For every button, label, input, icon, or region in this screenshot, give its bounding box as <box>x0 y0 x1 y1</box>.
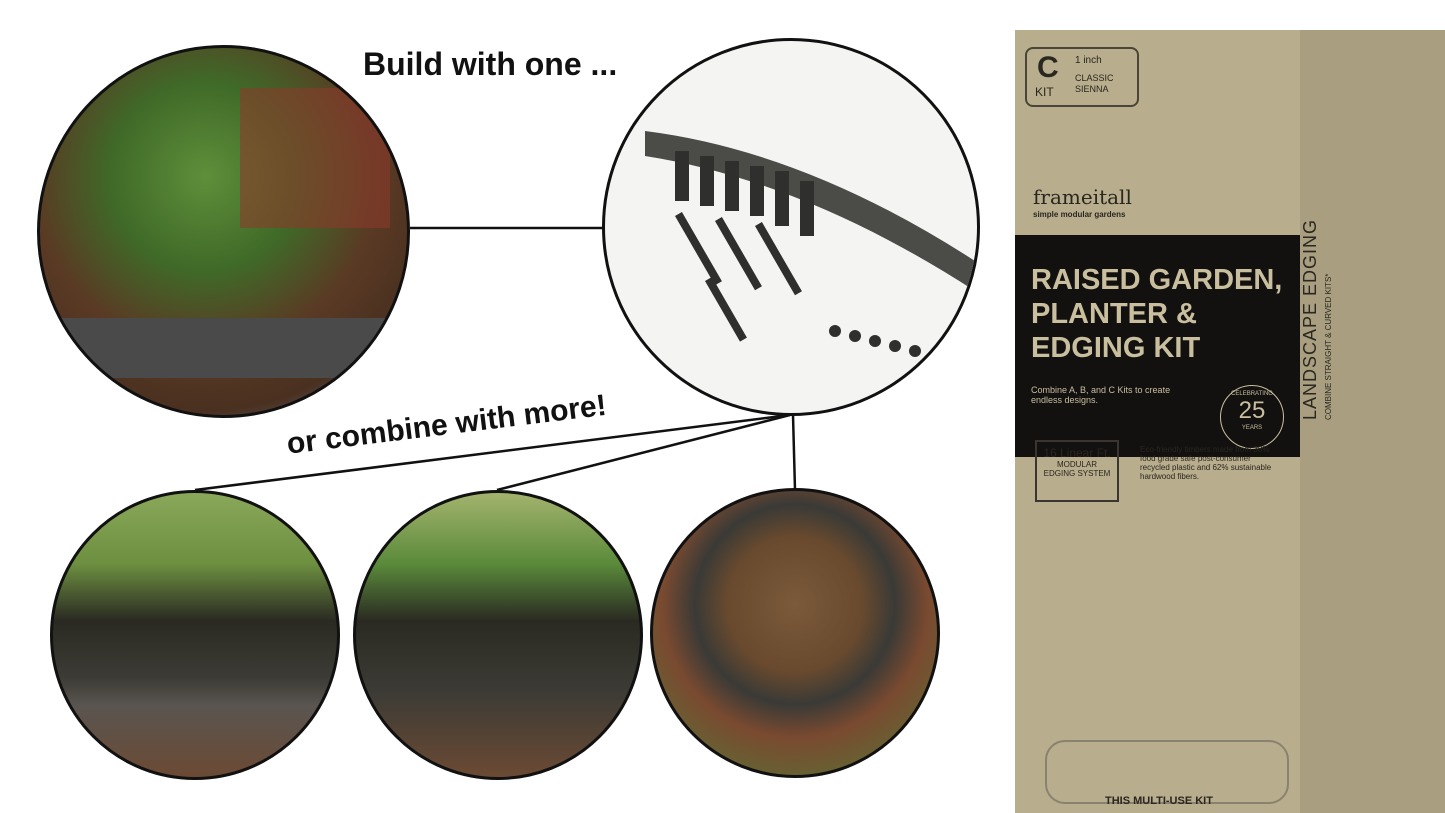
brick-wall <box>240 88 390 228</box>
eco-text: Eco-friendly timbers made from 38% food … <box>1140 445 1272 481</box>
kit-letter: C <box>1037 51 1059 84</box>
product-box-front: C KIT 1 inch CLASSIC SIENNA frameitall s… <box>1015 30 1300 813</box>
kit-color-2: SIENNA <box>1075 84 1109 94</box>
combine-text: Combine A, B, and C Kits to create endle… <box>1031 385 1171 405</box>
linear-ft-badge: 16 Linear Ft. MODULAR EDGING SYSTEM <box>1035 440 1119 502</box>
years-number: 25 <box>1238 397 1266 424</box>
bottom-text: THIS MULTI-USE KIT <box>1105 795 1213 807</box>
modular-line-1: MODULAR <box>1056 460 1097 469</box>
box-title-line-3: EDGING KIT <box>1031 332 1201 364</box>
kit-label: KIT <box>1035 85 1054 99</box>
linear-ft: 16 Linear Ft. <box>1043 446 1111 460</box>
box-title-line-2: PLANTER & <box>1031 298 1197 330</box>
modular-line-2: EDGING SYSTEM <box>1043 469 1111 478</box>
photo-combined-bed-1 <box>50 490 340 780</box>
kit-size: 1 inch <box>1075 55 1102 66</box>
side-subtitle: COMBINE STRAIGHT & CURVED KITS* <box>1324 273 1333 420</box>
title-band: RAISED GARDEN, PLANTER & EDGING KIT Comb… <box>1015 235 1300 457</box>
brand-tagline: simple modular gardens <box>1033 210 1126 219</box>
kit-badge: C KIT 1 inch CLASSIC SIENNA <box>1025 47 1139 107</box>
photo-garden-bed-edging <box>37 45 410 418</box>
build-headline: Build with one ... <box>363 46 618 82</box>
photo-combined-bed-3 <box>650 488 940 778</box>
anniversary-badge: CELEBRATING 25 YEARS <box>1220 385 1284 449</box>
kit-color-1: CLASSIC <box>1075 73 1114 83</box>
years-label: YEARS <box>1241 425 1263 431</box>
box-title: RAISED GARDEN, PLANTER & EDGING KIT <box>1031 263 1282 365</box>
side-title: LANDSCAPE EDGING <box>1300 218 1320 420</box>
kit-outline-drawing <box>1045 740 1289 804</box>
box-title-line-1: RAISED GARDEN, <box>1031 264 1283 296</box>
photo-kit-components <box>602 38 980 416</box>
edging-strip <box>60 318 407 378</box>
celebrating-label: CELEBRATING <box>1231 391 1273 397</box>
product-box-side: LANDSCAPE EDGING COMBINE STRAIGHT & CURV… <box>1300 30 1445 813</box>
photo-combined-bed-2 <box>353 490 643 780</box>
brand-logo: frameitall <box>1033 185 1132 209</box>
